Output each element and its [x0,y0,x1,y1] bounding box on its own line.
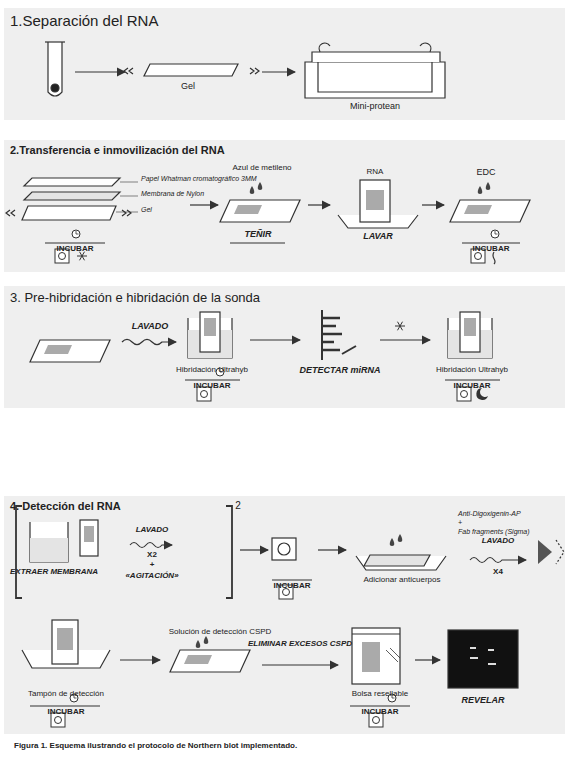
step-label: + [150,561,155,570]
step-label: Fab fragments (Sigma) [458,528,530,536]
step-label: «AGITACIÓN» [125,572,178,581]
step-label: LAVADO [136,526,169,535]
step-label: Adicionar anticuerpos [364,576,441,585]
step-label: INCUBAR [194,382,231,391]
step-label: X4 [493,568,503,577]
step-label: Mini-protean [350,102,400,112]
step-label: REVELAR [461,696,504,706]
step-label: INCUBAR [274,582,311,591]
step-label: Azul de metileno [232,164,291,173]
step-label: INCUBAR [362,708,399,717]
step-label: Tampón de detección [28,690,104,699]
step-label: Anti-Digoxigenin-AP [458,510,521,518]
step-label: X2 [147,551,157,560]
step-label: EDC [476,168,495,178]
step-label: Gel [141,206,152,214]
panel-heading: 1.Separación del RNA [10,12,565,29]
step-label: + [458,519,462,527]
panel-heading: 2.Transferencia e inmovilización del RNA [10,144,565,156]
step-label: TEÑIR [245,230,272,240]
figure-caption: Figura 1. Esquema ilustrando el protocol… [14,741,297,750]
panel-heading: 3. Pre-hibridación e hibridación de la s… [10,290,565,305]
step-label: Solución de detección CSPD [169,628,272,637]
step-label: Membrana de Nylon [141,190,204,198]
step-label: INCUBAR [454,382,491,391]
step-label: INCUBAR [57,245,94,254]
step-label: Gel [181,82,195,92]
step-label: 2 [235,500,241,511]
step-label: LAVADO [132,322,169,332]
step-label: Papel Whatman cromatográfico 3MM [141,175,257,183]
step-label: RNA [367,168,384,177]
step-label: ELIMINAR EXCESOS CSPD [248,640,352,649]
step-label: INCUBAR [48,708,85,717]
step-label: DETECTAR miRNA [300,366,381,376]
step-label: Hibridación Ultrahyb [176,366,248,375]
step-label: INCUBAR [473,245,510,254]
step-panel: 1.Separación del RNA [4,8,565,120]
step-label: LAVAR [363,232,393,242]
step-label: LAVADO [482,537,515,546]
step-label: Bolsa resellable [352,690,408,699]
step-label: EXTRAER MEMBRANA [10,568,98,577]
step-label: Hibridación Ultrahyb [436,366,508,375]
